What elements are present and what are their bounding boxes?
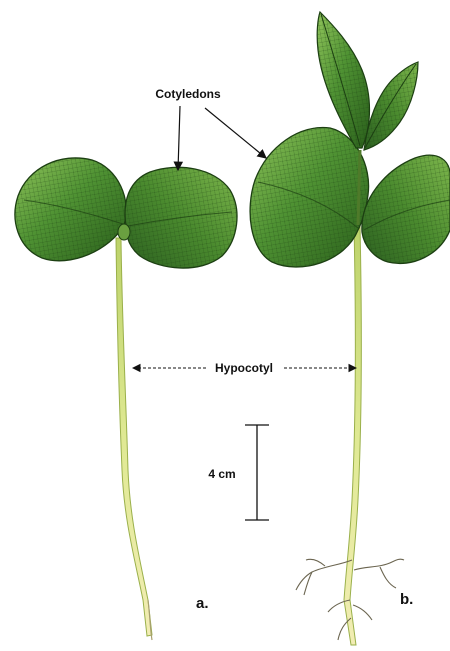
cotyledons-annotation: Cotyledons <box>155 87 266 170</box>
scale-bar-label: 4 cm <box>208 467 235 481</box>
scale-bar: 4 cm <box>208 425 269 520</box>
seedling-b-label: b. <box>400 591 413 608</box>
seedling-b <box>250 12 450 645</box>
cotyledons-arrow-b <box>205 108 266 158</box>
seedling-a-node <box>118 224 130 240</box>
seedling-a-hypocotyl <box>116 238 152 636</box>
hypocotyl-annotation: Hypocotyl <box>133 361 356 375</box>
seedling-b-hypocotyl <box>344 225 361 645</box>
seedling-a-label: a. <box>196 595 209 612</box>
cotyledons-arrow-a <box>178 106 180 170</box>
seedling-a-right-cotyledon <box>125 167 237 268</box>
seedling-b-right-cotyledon <box>362 155 450 263</box>
seedling-a <box>15 158 237 640</box>
hypocotyl-label: Hypocotyl <box>215 361 273 375</box>
seedling-b-left-cotyledon <box>250 128 369 267</box>
seedling-a-left-cotyledon <box>15 158 126 261</box>
cotyledons-label: Cotyledons <box>155 87 221 101</box>
